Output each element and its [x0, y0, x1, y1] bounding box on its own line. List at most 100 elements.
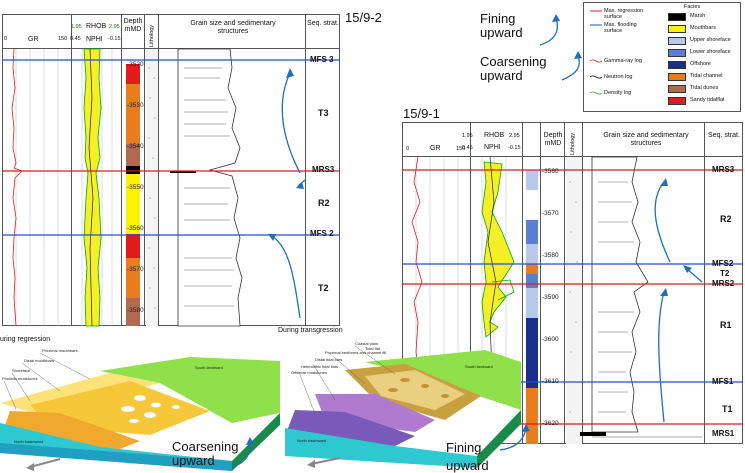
label-mrs1-b: MRS1 [712, 429, 735, 438]
depth-a-3520: -3520 [127, 61, 144, 68]
well-a-gr-track: 0 GR 150 [2, 14, 72, 326]
legend-facies-swatch [668, 61, 686, 69]
label-upward-bottom: upward [446, 458, 489, 473]
label-mrs2-b: MRS2 [712, 279, 735, 288]
legend-facies-item: Offshore [668, 60, 740, 70]
nphi-label: NPHI [86, 36, 103, 43]
label-heterolithic: Heterolithic tidal flats [301, 364, 338, 369]
rhob-min-label-b: 1.95 [462, 133, 473, 139]
depth-b-3590: -3590 [542, 294, 559, 301]
depth-b-3600: -3600 [542, 336, 559, 343]
label-mfs1-b: MFS1 [712, 377, 734, 386]
well-a-depth-header: Depth mMD [123, 18, 143, 33]
label-fining-upward-top: Fining upward [480, 11, 523, 40]
unit-r1-b: R1 [720, 320, 732, 330]
well-a-density-track: 1.95 RHOB 2.95 0.45 NPHI -0.15 [70, 14, 122, 326]
label-offshore-mudstones: Offshore mudstones [291, 370, 327, 375]
well-a-panel: 0 GR 150 1.95 RHOB 2.95 0.45 NPHI -0.15 … [0, 8, 345, 334]
nphi-min-label: 0.45 [70, 36, 81, 42]
arrow-fining-bottom [499, 424, 530, 451]
density-fill-b [481, 161, 515, 338]
depth-b-3570: -3570 [542, 210, 559, 217]
well-a-title: 15/9-2 [345, 10, 382, 25]
well-a-seq-header: Seq. strat. [307, 20, 339, 27]
label-mfs2-b: MFS2 [712, 259, 734, 268]
well-a-logs [2, 48, 340, 327]
rhob-max-label-b: 2.95 [509, 133, 520, 139]
legend-facies-item: Sandy tidalflat [668, 96, 740, 106]
nphi-label-b: NPHI [484, 144, 501, 151]
legend-facies-swatch [668, 37, 686, 45]
unit-t3-a: T3 [318, 108, 329, 118]
depth-a-3530: -3530 [127, 102, 144, 109]
depth-a-3550: -3550 [127, 184, 144, 191]
block-diagram-transgression: Coastal plain Tidal flat Proximal bedfor… [285, 341, 521, 468]
label-distal-tidal-bars: Distal tidal bars [315, 357, 342, 362]
legend-mfs: Max. flooding surface [604, 22, 637, 34]
label-north-basinward-left: North basinward [14, 439, 43, 444]
legend-gr: Gamma-ray log [604, 58, 642, 64]
label-shoreface: Shoreface [12, 368, 31, 373]
depth-b-3560: -3560 [542, 168, 559, 175]
label-mrs3-a: MRS3 [312, 165, 335, 174]
label-proximal-mouthbars: Proximal mouthbars [42, 348, 78, 353]
legend-neutron: Neutron log [604, 74, 633, 80]
legend-facies-title: Facies [684, 4, 701, 10]
well-a-grain-header: Grain size and sedimentary structures [190, 20, 276, 35]
label-tidal-flat: Tidal flat [365, 346, 381, 351]
label-north-basinward-right: North basinward [297, 438, 326, 443]
depth-b-3620: -3620 [542, 420, 559, 427]
label-mfs3-a: MFS 3 [310, 55, 334, 64]
legend-facies-label: Mouthbars [690, 25, 716, 31]
legend-facies-label: Marsh [690, 13, 706, 19]
well-a-frame [2, 14, 340, 326]
rhob-label-b: RHOB [484, 132, 505, 139]
nphi-max-label: -0.15 [108, 36, 121, 42]
unit-t1-b: T1 [722, 404, 733, 414]
legend-facies-swatch [668, 25, 686, 33]
block-diagram-regression: Proximal mouthbars Distal mouthbars Shor… [0, 348, 280, 471]
label-proximal-bedforms: Proximal bedforms and channel fill [325, 350, 386, 355]
legend-facies-label: Upper shoreface [690, 37, 731, 43]
nphi-max-label-b: -0.15 [508, 145, 521, 151]
label-prodelta: Prodelta mudstones [2, 376, 38, 381]
legend-facies-item: Upper shoreface [668, 36, 740, 46]
depth-a-3560: -3560 [127, 225, 144, 232]
gr-curve [11, 48, 23, 327]
legend-symbols [589, 10, 603, 95]
legend-density: Density log [604, 90, 632, 96]
label-south-landward-right: South landward [465, 364, 493, 369]
label-mrs3-b: MRS3 [712, 165, 735, 174]
depth-b-3580: -3580 [542, 252, 559, 259]
unit-r2-a: R2 [318, 198, 330, 208]
gr-label: GR [28, 36, 39, 43]
note-transgression: During transgression [278, 327, 343, 334]
well-b-depth-header: Depth mMD [543, 132, 563, 147]
rhob-min-label: 1.95 [71, 24, 82, 30]
label-fining-bottom: Fining [446, 440, 482, 455]
legend-facies-swatch [668, 97, 686, 105]
grain-profile-b [591, 156, 649, 433]
label-coarsening-upward-bottom: Coarsening upward [172, 439, 239, 468]
legend-facies-label: Tidal dunes [690, 85, 719, 91]
legend-facies-label: Sandy tidalflat [690, 97, 725, 103]
legend-facies-label: Offshore [690, 61, 711, 67]
legend-panel: Max. regression surface Max. flooding su… [583, 2, 741, 112]
grain-profile-a [177, 48, 243, 327]
well-b-title: 15/9-1 [403, 106, 440, 121]
legend-facies-label: Tidal channel [690, 73, 723, 79]
legend-facies-swatch [668, 85, 686, 93]
legend-facies-item: Tidal dunes [668, 84, 740, 94]
label-coarsening-upward-top: Coarsening upward [480, 54, 547, 83]
label-t2-b: T2 [720, 269, 730, 278]
gr-max-label: 150 [58, 36, 68, 42]
legend-facies-swatch [668, 13, 686, 21]
label-distal-mouthbars: Distal mouthbars [24, 358, 54, 363]
label-mfs2-a: MFS 2 [310, 229, 334, 238]
legend-facies-swatch [668, 73, 686, 81]
legend-facies-item: Lower shoreface [668, 48, 740, 58]
unit-t2-a: T2 [318, 283, 329, 293]
gr-min-label-b: 0 [406, 146, 410, 152]
annotation-arrows [539, 14, 582, 81]
legend-facies-swatch [668, 49, 686, 57]
